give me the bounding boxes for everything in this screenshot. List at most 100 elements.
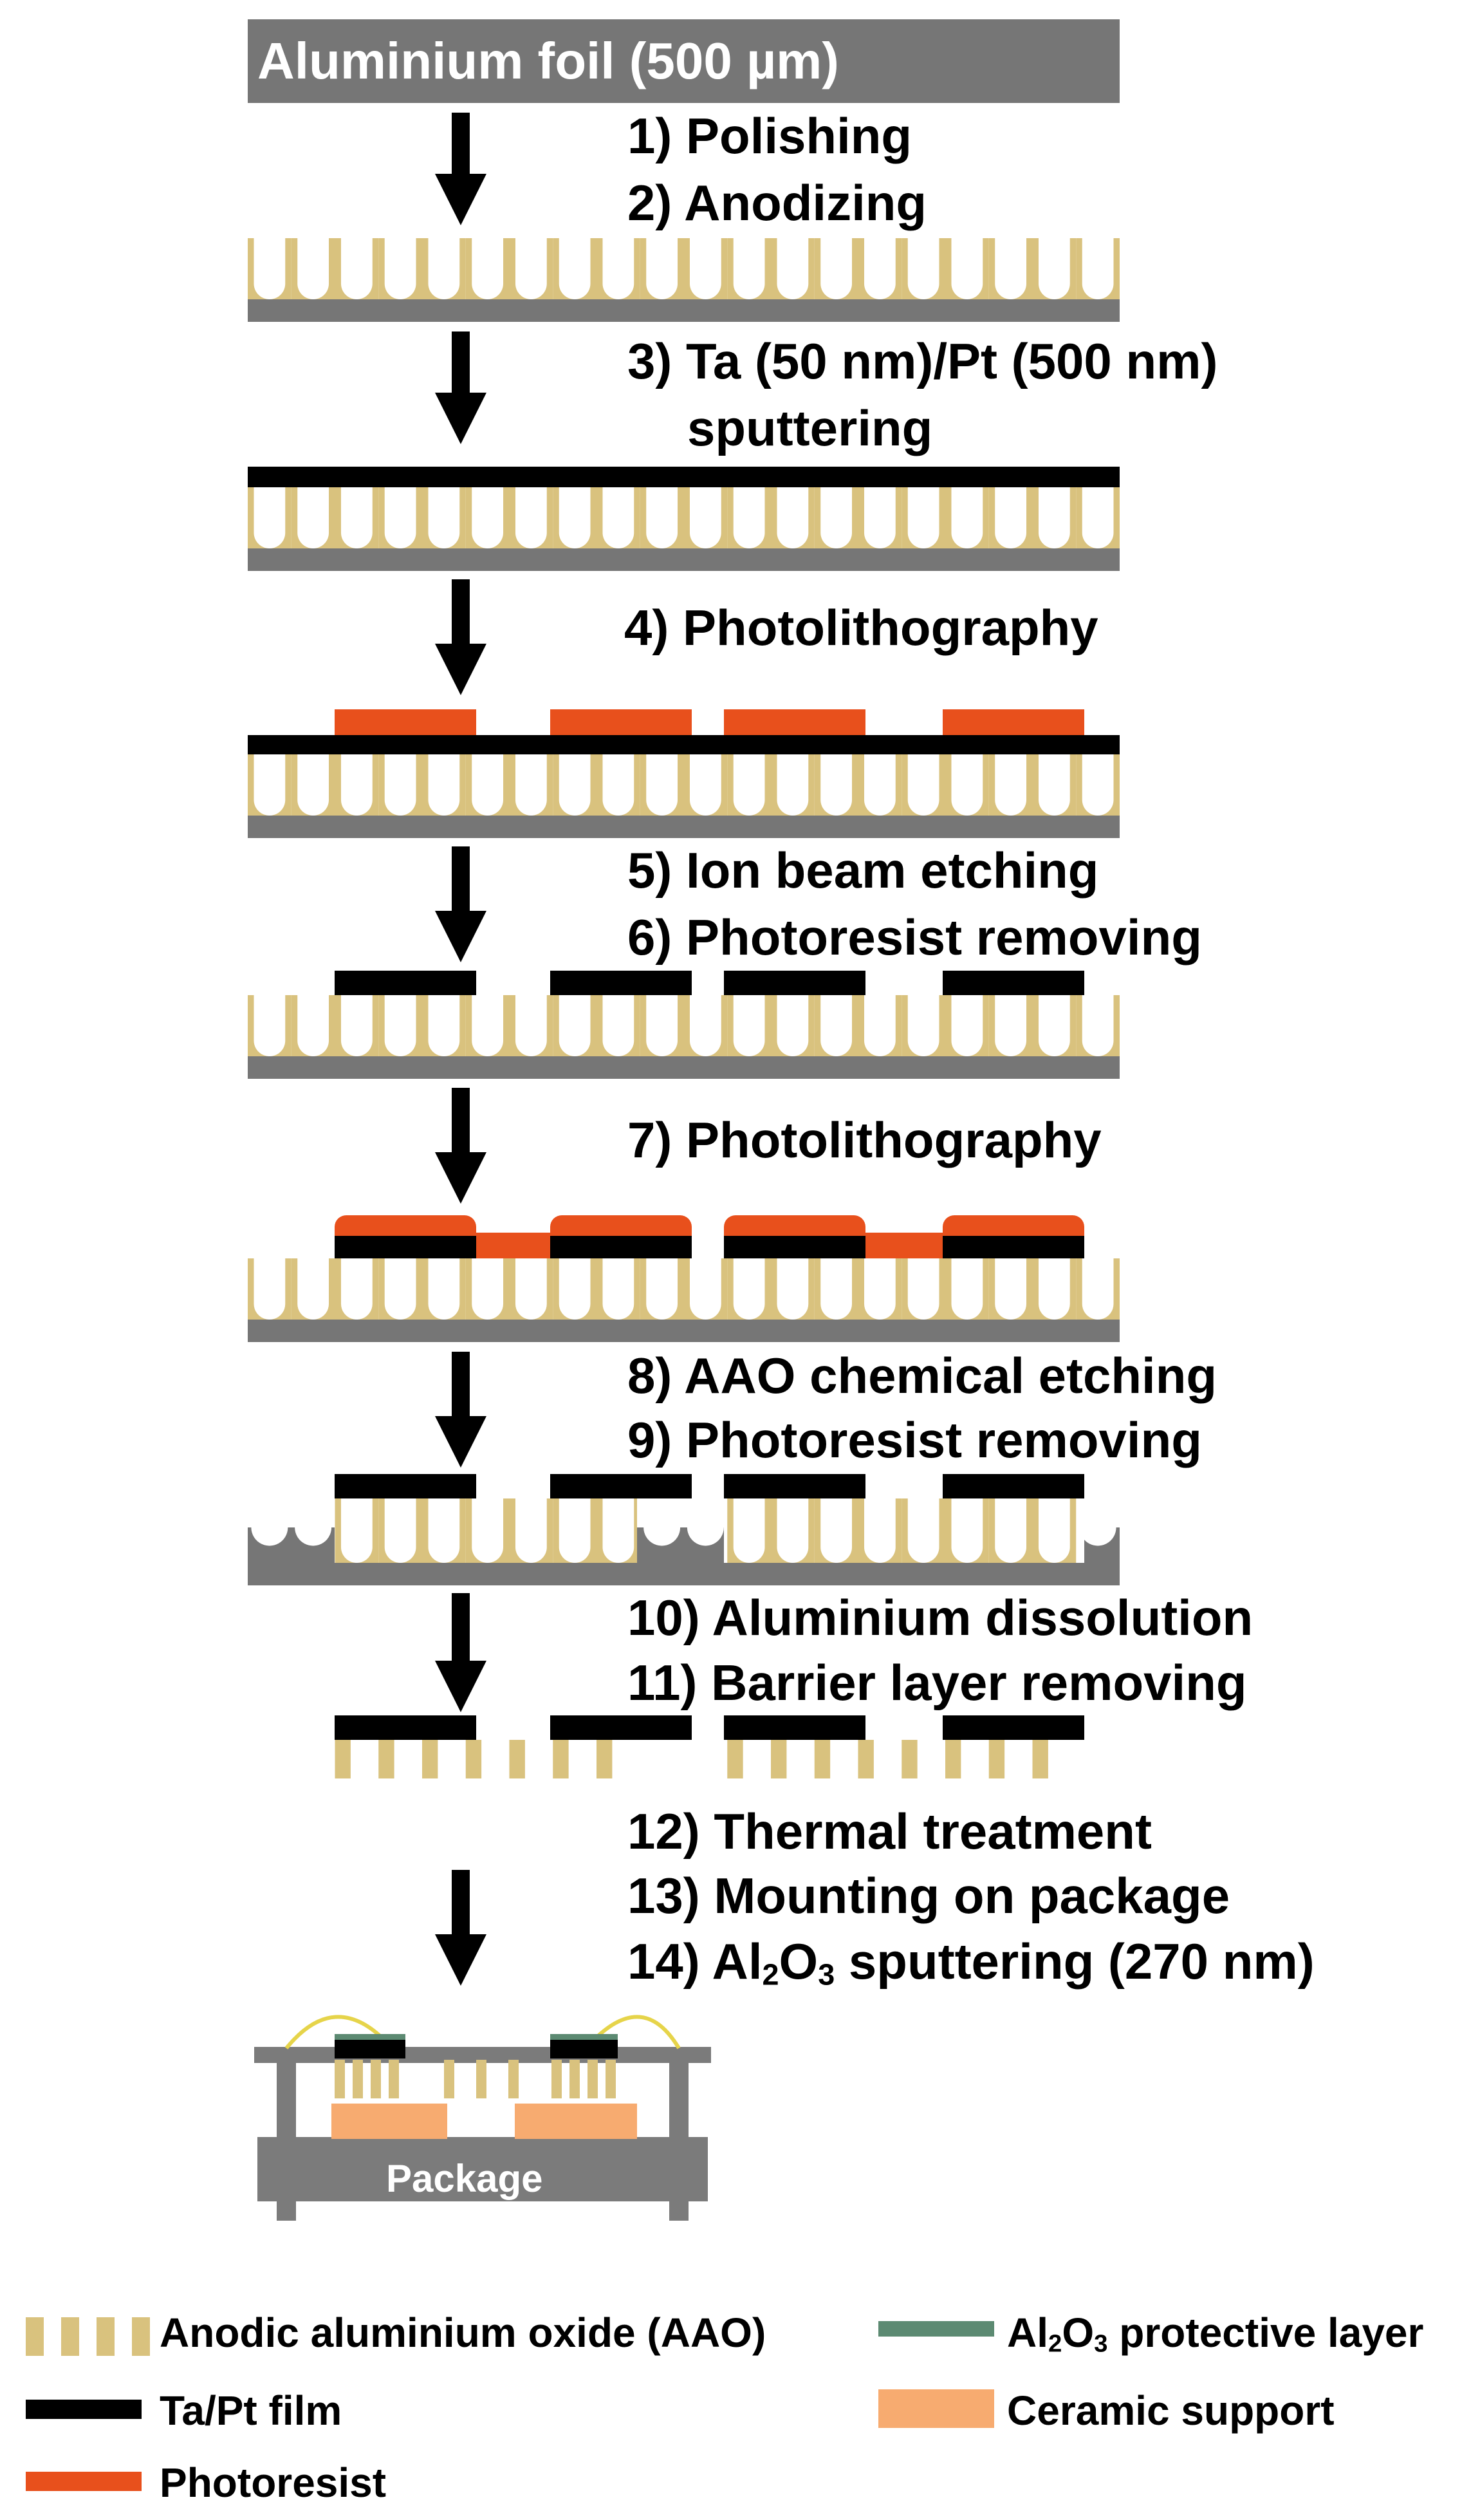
aao-pillar — [508, 2060, 519, 2098]
aao-pillar — [597, 1740, 613, 1778]
pore — [1038, 238, 1070, 299]
pore — [733, 995, 765, 1056]
aao-pillar — [814, 1740, 831, 1778]
pore — [428, 238, 460, 299]
ta-pt-pad — [943, 971, 1084, 995]
step-4-label: 4) Photolithography — [624, 602, 1098, 653]
pore — [777, 238, 809, 299]
pore — [733, 1258, 765, 1320]
step-12-number: 12) — [627, 1803, 700, 1860]
legend-aao-swatch — [132, 2317, 150, 2356]
ta-pt-pad — [943, 1236, 1084, 1258]
pore — [864, 1258, 896, 1320]
step-7-number: 7) — [627, 1112, 672, 1168]
legend-aao-swatch — [26, 2317, 44, 2356]
step-9-text: Photoresist removing — [686, 1412, 1202, 1468]
aao-pillar — [569, 2060, 580, 2098]
pore — [559, 238, 591, 299]
legend-al2o3-swatch — [878, 2321, 994, 2337]
legend-ceramic-swatch — [878, 2389, 994, 2428]
step-4-number: 4) — [624, 599, 669, 656]
pore — [340, 995, 373, 1056]
step-11-text: Barrier layer removing — [711, 1654, 1247, 1711]
arrow-2 — [435, 331, 486, 444]
pore — [646, 1258, 678, 1320]
aao-pillar — [444, 2060, 454, 2098]
pore — [951, 487, 983, 548]
pore — [297, 487, 329, 548]
step-2-text: Anodizing — [684, 174, 927, 231]
stage-released-membrane — [335, 1715, 1084, 1778]
pore — [340, 1498, 373, 1563]
legend-aao-swatch — [97, 2317, 115, 2356]
pore — [384, 238, 416, 299]
legend-ta-pt-swatch — [26, 2400, 142, 2419]
pore — [472, 1498, 504, 1563]
step-7-text: Photolithography — [686, 1112, 1102, 1168]
pore — [995, 1498, 1027, 1563]
step-10-label: 10) Aluminium dissolution — [627, 1592, 1253, 1643]
pore — [689, 754, 721, 816]
aao-pillar — [465, 1740, 482, 1778]
pore — [297, 754, 329, 816]
pore — [254, 487, 286, 548]
pore — [428, 995, 460, 1056]
pore — [340, 754, 373, 816]
aao-pillar — [509, 1740, 525, 1778]
pore — [820, 1258, 853, 1320]
ta-pt-pad — [943, 1715, 1084, 1740]
al2o3-layer — [550, 2034, 618, 2040]
pore — [646, 995, 678, 1056]
step-13-text: Mounting on package — [714, 1867, 1230, 1924]
pore — [864, 995, 896, 1056]
pore — [602, 995, 634, 1056]
stage-ion-beam-etched — [248, 971, 1120, 1079]
step-14-number: 14) — [627, 1933, 700, 1990]
pore — [384, 487, 416, 548]
pore — [515, 238, 547, 299]
bond-wire — [590, 2015, 681, 2049]
step-1-number: 1) — [627, 107, 672, 164]
etched-well — [1079, 1509, 1116, 1546]
step-7-label: 7) Photolithography — [627, 1115, 1102, 1165]
pore — [689, 1258, 721, 1320]
photoresist-pad — [550, 709, 692, 735]
pore — [820, 1498, 853, 1563]
pore — [733, 754, 765, 816]
aao-pillar — [389, 2060, 399, 2098]
package-label: Package — [386, 2157, 543, 2200]
aao-pillar — [1032, 1740, 1048, 1778]
pore — [340, 1258, 373, 1320]
arrow-5 — [435, 1088, 486, 1204]
pore — [340, 238, 373, 299]
pore — [995, 238, 1027, 299]
etched-well — [251, 1509, 288, 1546]
legend-ta-pt-label: Ta/Pt film — [160, 2387, 342, 2434]
ta-pt-pad — [943, 1474, 1084, 1498]
pore — [1082, 1258, 1114, 1320]
pore — [951, 995, 983, 1056]
ta-pt-pad — [724, 1236, 865, 1258]
step-14-label: 14) Al2O3 sputtering (270 nm) — [627, 1936, 1315, 1990]
pore — [559, 1498, 591, 1563]
pore — [1038, 487, 1070, 548]
pore — [733, 1498, 765, 1563]
pore — [515, 995, 547, 1056]
stage-anodized-foil — [248, 238, 1120, 322]
stage-packaged-device — [254, 2015, 711, 2221]
aluminium-substrate — [248, 816, 1120, 838]
pore — [864, 1498, 896, 1563]
pore — [777, 487, 809, 548]
pore — [995, 1258, 1027, 1320]
step-3-text: Ta (50 nm)/Pt (500 nm) — [686, 333, 1218, 389]
ta-pt-film — [248, 467, 1120, 487]
aao-pillar — [476, 2060, 486, 2098]
step-10-number: 10) — [627, 1589, 700, 1646]
pore — [559, 1258, 591, 1320]
ta-pt-pad — [335, 1236, 476, 1258]
ta-pt-pad — [550, 1236, 692, 1258]
pore — [384, 1498, 416, 1563]
pore — [777, 754, 809, 816]
aao-pillar — [335, 1740, 351, 1778]
pore — [646, 487, 678, 548]
